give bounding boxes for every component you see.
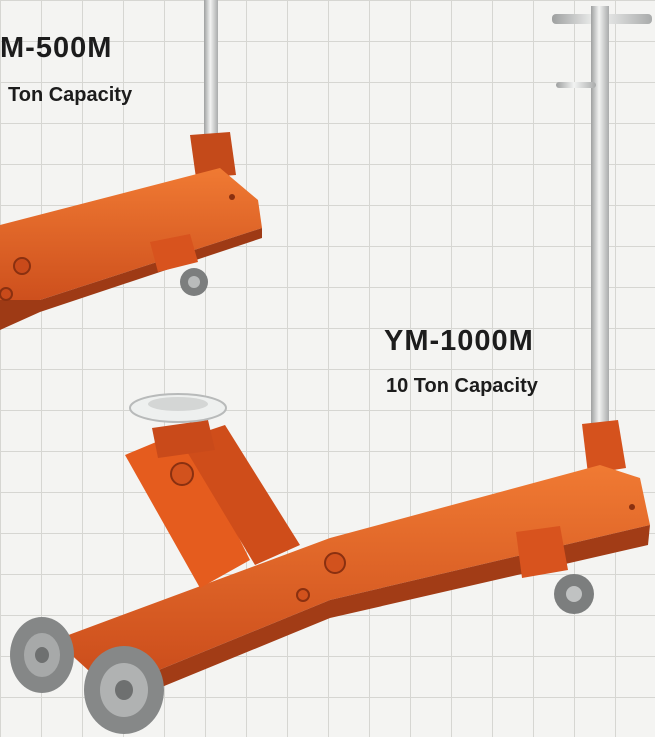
- small-jack-bolt: [13, 257, 31, 275]
- large-jack-handle: [591, 6, 609, 424]
- large-jack-front-wheel-left: [10, 617, 74, 693]
- capacity-small: Ton Capacity: [8, 84, 133, 106]
- large-jack-front-wheel-right: [84, 646, 164, 734]
- large-floor-jack: [10, 6, 652, 734]
- small-jack-handle-socket: [190, 132, 236, 178]
- large-jack-handle-socket: [582, 420, 626, 474]
- large-jack-lift-arm: [125, 430, 250, 588]
- small-jack-handle: [204, 0, 218, 135]
- large-jack-caster-bracket: [516, 526, 568, 578]
- small-jack-caster-bracket: [150, 234, 198, 272]
- small-jack-frame: [0, 168, 262, 318]
- model-name-large: YM-1000M: [384, 325, 534, 357]
- large-jack-frame: [55, 465, 650, 690]
- capacity-large: 10 Ton Capacity: [386, 375, 538, 397]
- model-name-small: M-500M: [0, 32, 113, 64]
- small-floor-jack: [0, 0, 262, 330]
- large-jack-saddle-post: [152, 420, 215, 458]
